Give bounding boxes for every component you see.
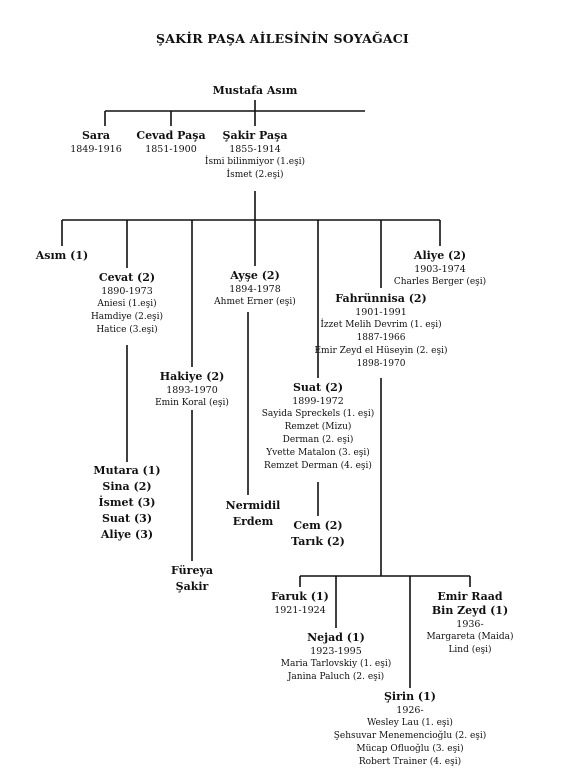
person-name: Fahrünnisa (2) bbox=[335, 292, 427, 305]
spouse: Robert Trainer (4. eşi) bbox=[358, 757, 462, 767]
spouse: Derman (2. eşi) bbox=[282, 435, 354, 445]
person-cevad-pasa: Cevad Paşa 1851-1900 bbox=[136, 129, 205, 156]
spouse: Sayida Spreckels (1. eşi) bbox=[261, 409, 375, 419]
spouse: Emin Koral (eşi) bbox=[155, 398, 229, 408]
person-years: 1855-1914 bbox=[229, 144, 281, 155]
person-cevat: Cevat (2) 1890-1973 Aniesi (1.eşi) Hamdi… bbox=[91, 271, 163, 337]
person-years: 1903-1974 bbox=[414, 264, 466, 275]
person-name: Asım (1) bbox=[35, 249, 89, 262]
child-name: Suat (3) bbox=[101, 512, 153, 525]
person-name: Mustafa Asım bbox=[212, 84, 298, 97]
person-name: Emir Raad bbox=[437, 590, 503, 603]
spouse: İzzet Melih Devrim (1. eşi) bbox=[320, 320, 442, 330]
person-sirin: Şirin (1) 1926- Wesley Lau (1. eşi) Şehs… bbox=[334, 690, 487, 769]
spouse: Ahmet Erner (eşi) bbox=[214, 297, 296, 307]
spouse-years: 1887-1966 bbox=[356, 333, 406, 343]
connector-fahrunnisa-children bbox=[299, 378, 471, 688]
person-name: Şakir Paşa bbox=[222, 129, 288, 142]
child-name: Cem (2) bbox=[293, 519, 343, 532]
spouse: Charles Berger (eşi) bbox=[393, 277, 487, 287]
person-name: Nejad (1) bbox=[307, 631, 365, 644]
suat-children: Cem (2) Tarık (2) bbox=[291, 518, 345, 550]
person-asim: Asım (1) bbox=[36, 249, 88, 263]
person-name: Cevad Paşa bbox=[136, 129, 206, 142]
spouse-years: 1898-1970 bbox=[356, 359, 406, 369]
person-years: 1921-1924 bbox=[274, 605, 326, 616]
person-nejad: Nejad (1) 1923-1995 Maria Tarlovskiy (1.… bbox=[281, 631, 392, 684]
person-name: Bin Zeyd (1) bbox=[431, 604, 509, 617]
person-faruk: Faruk (1) 1921-1924 bbox=[271, 590, 329, 617]
person-years: 1899-1972 bbox=[292, 396, 344, 407]
person-sara: Sara 1849-1916 bbox=[70, 129, 122, 156]
hakiye-children: Füreya Şakir bbox=[171, 563, 213, 595]
spouse: Hamdiye (2.eşi) bbox=[90, 312, 164, 322]
person-name: Cevat (2) bbox=[98, 271, 156, 284]
spouse: Yvette Matalon (3. eşi) bbox=[266, 448, 370, 458]
spouse: Emir Zeyd el Hüseyin (2. eşi) bbox=[314, 346, 448, 356]
child-name: Füreya bbox=[171, 564, 213, 577]
child-name: Mutara (1) bbox=[93, 464, 161, 477]
spouse: Janina Paluch (2. eşi) bbox=[287, 672, 385, 682]
person-fahrunnisa: Fahrünnisa (2) 1901-1991 İzzet Melih Dev… bbox=[314, 292, 447, 371]
spouse: Lind (eşi) bbox=[448, 645, 492, 655]
spouse: Mücap Ofluoğlu (3. eşi) bbox=[356, 744, 464, 754]
spouse: Margareta (Maida) bbox=[426, 632, 514, 642]
spouse: Şehsuvar Menemencioğlu (2. eşi) bbox=[333, 731, 487, 741]
person-name: Hakiye (2) bbox=[159, 370, 225, 383]
person-years: 1893-1970 bbox=[166, 385, 218, 396]
child-name: Nermidil bbox=[225, 499, 281, 512]
spouse: Maria Tarlovskiy (1. eşi) bbox=[280, 659, 392, 669]
person-name: Suat (2) bbox=[292, 381, 344, 394]
spouse: İsmi bilinmiyor (1.eşi) bbox=[204, 157, 306, 167]
spouse: Remzet (Mizu) bbox=[284, 422, 352, 432]
person-name: Şirin (1) bbox=[383, 690, 436, 703]
cevat-children: Mutara (1) Sina (2) İsmet (3) Suat (3) A… bbox=[93, 463, 160, 543]
person-suat: Suat (2) 1899-1972 Sayida Spreckels (1. … bbox=[262, 381, 375, 473]
child-name: Erdem bbox=[232, 515, 274, 528]
spouse: Hatice (3.eşi) bbox=[96, 325, 158, 335]
child-name: Şakir bbox=[175, 580, 209, 593]
page-title: ŞAKİR PAŞA AİLESİNİN SOYAĞACI bbox=[156, 31, 409, 46]
person-years: 1894-1978 bbox=[229, 284, 281, 295]
child-name: Sina (2) bbox=[102, 480, 152, 493]
person-name: Faruk (1) bbox=[271, 590, 329, 603]
spouse: Remzet Derman (4. eşi) bbox=[264, 461, 372, 471]
spouse: Wesley Lau (1. eşi) bbox=[367, 718, 453, 728]
spouse: Aniesi (1.eşi) bbox=[97, 299, 157, 309]
child-name: İsmet (3) bbox=[98, 496, 156, 509]
person-years: 1926- bbox=[396, 705, 424, 716]
person-years: 1923-1995 bbox=[310, 646, 362, 657]
person-years: 1936- bbox=[456, 619, 484, 630]
connector-sakir-children bbox=[61, 191, 441, 378]
person-years: 1849-1916 bbox=[70, 144, 122, 155]
person-name: Ayşe (2) bbox=[230, 269, 280, 282]
person-years: 1890-1973 bbox=[101, 286, 153, 297]
person-years: 1901-1991 bbox=[355, 307, 407, 318]
person-sakir-pasa: Şakir Paşa 1855-1914 İsmi bilinmiyor (1.… bbox=[205, 129, 305, 182]
person-years: 1851-1900 bbox=[145, 144, 197, 155]
connector-root bbox=[104, 100, 365, 126]
person-name: Sara bbox=[81, 129, 110, 142]
person-ayse: Ayşe (2) 1894-1978 Ahmet Erner (eşi) bbox=[214, 269, 296, 309]
spouse: İsmet (2.eşi) bbox=[226, 170, 284, 180]
child-name: Aliye (3) bbox=[100, 528, 154, 541]
person-name: Aliye (2) bbox=[413, 249, 467, 262]
person-emir-raad: Emir Raad Bin Zeyd (1) 1936- Margareta (… bbox=[426, 590, 513, 657]
ayse-children: Nermidil Erdem bbox=[226, 498, 281, 530]
person-mustafa-asim: Mustafa Asım bbox=[213, 84, 298, 98]
person-aliye: Aliye (2) 1903-1974 Charles Berger (eşi) bbox=[394, 249, 486, 289]
person-hakiye: Hakiye (2) 1893-1970 Emin Koral (eşi) bbox=[155, 370, 229, 410]
child-name: Tarık (2) bbox=[291, 535, 345, 548]
